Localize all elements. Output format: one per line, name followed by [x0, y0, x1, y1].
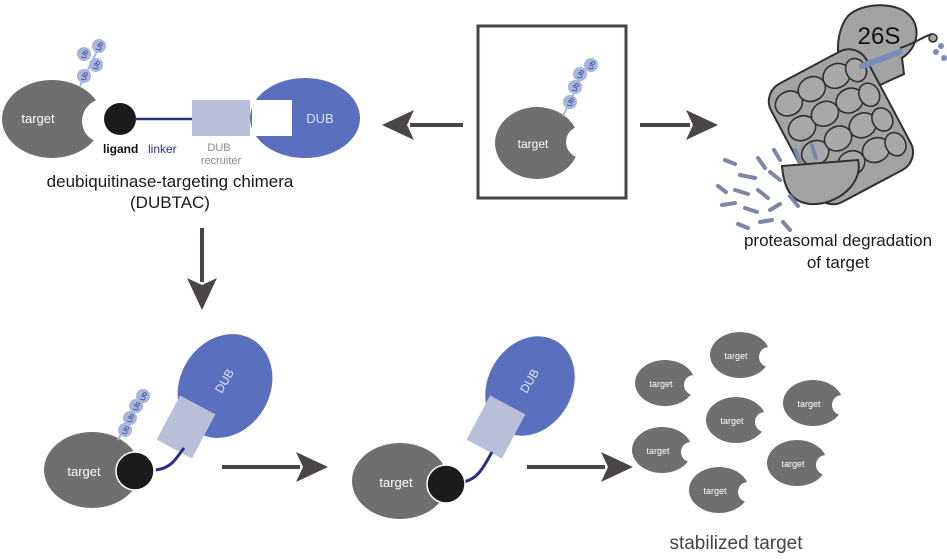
target-protein: target: [352, 443, 448, 519]
dub-label: DUB: [306, 111, 333, 126]
stabilized-target-item: target: [783, 380, 852, 426]
linker-label: linker: [148, 142, 177, 156]
ligand: [104, 103, 136, 135]
ub-label: Ub: [572, 82, 582, 93]
target-label: target: [649, 379, 673, 389]
ub-label: Ub: [81, 71, 91, 82]
ub-bead: [77, 69, 91, 83]
ub-label: Ub: [122, 425, 132, 436]
stabilized-target-item: target: [767, 440, 836, 486]
ternary-complex: DUB target Ub Ub Ub Ub: [44, 334, 273, 508]
ub-bead: [568, 80, 582, 94]
target-label: target: [518, 137, 549, 151]
ub-bead: [563, 95, 577, 109]
target-protein: target: [44, 432, 140, 508]
target-protein: target: [495, 107, 598, 179]
ub-bead: [136, 389, 150, 403]
ligand: [426, 464, 466, 504]
target-box-frame: [476, 24, 628, 200]
ub-bead: [573, 67, 587, 81]
dub-recruiter: [192, 100, 250, 136]
ub-label: Ub: [577, 69, 587, 80]
dub-recruiter-label-line2: recruiter: [201, 155, 242, 167]
stabilized-target-item: target: [710, 332, 779, 378]
arrow-right-to-proteasome: [640, 110, 718, 140]
ub-label: Ub: [96, 41, 106, 52]
stabilized-target-item: target: [706, 397, 775, 443]
ub-label: Ub: [127, 413, 137, 424]
ligand: [115, 451, 155, 491]
ub-bead: [92, 39, 106, 53]
stabilized-caption: stabilized target: [669, 533, 803, 554]
proteasome-26s: 26S proteasomal degradation of target: [716, 4, 947, 272]
target-label: target: [720, 416, 744, 426]
ub-bead: [77, 47, 91, 61]
ub-bead: [118, 423, 132, 437]
target-label: target: [379, 475, 413, 490]
dubtac-caption-line1: deubiquitinase-targeting chimera: [47, 172, 294, 191]
ub-chain: Ub Ub Ub Ub: [117, 389, 150, 441]
ub-chain: Ub Ub Ub Ub: [77, 39, 106, 87]
proteasome-base: [780, 49, 903, 206]
ub-label: Ub: [140, 391, 150, 402]
peptide-fragments: [716, 143, 818, 232]
target-label: target: [797, 399, 821, 409]
dub-enzyme: DUB: [250, 78, 360, 158]
dub-recruiter-label-line1: DUB: [207, 142, 230, 154]
ub-bead: [129, 399, 143, 413]
proteasome-label: 26S: [858, 23, 901, 50]
stabilized-target-item: target: [632, 427, 701, 473]
ligand-label: ligand: [103, 142, 138, 156]
ubiquitinated-target-box: target Ub Ub Ub Ub: [476, 24, 628, 200]
flow-arrows: [187, 110, 718, 482]
target-label: target: [67, 464, 101, 479]
target-label: target: [703, 486, 727, 496]
ub-label: Ub: [588, 60, 598, 71]
stabilized-target-item: target: [635, 360, 704, 406]
ub-bead: [584, 58, 598, 72]
target-label: target: [21, 111, 55, 126]
dub-recruiter: [466, 395, 526, 459]
degradation-caption-line2: of target: [807, 253, 870, 272]
deubiquitinated-complex: DUB target: [352, 336, 575, 519]
target-label: target: [781, 459, 805, 469]
ub-bead: [89, 58, 103, 72]
target-label: target: [724, 351, 748, 361]
stabilized-targets: target target target target target targe…: [632, 332, 852, 554]
degradation-caption-line1: proteasomal degradation: [744, 231, 932, 250]
ub-label: Ub: [133, 401, 143, 412]
arrow-to-stabilized: [527, 452, 633, 482]
ub-label: Ub: [81, 49, 91, 60]
linker: [461, 451, 494, 484]
target-label: target: [646, 446, 670, 456]
arrow-left-to-dubtac: [382, 110, 463, 140]
arrow-down-to-complex: [187, 228, 217, 310]
ub-label: Ub: [93, 60, 103, 71]
linker: [155, 447, 186, 472]
ub-label: Ub: [567, 97, 577, 108]
dub-recruiter: [156, 395, 216, 459]
dubtac-schematic: target Ub Ub Ub Ub DUB ligand linker DUB…: [2, 39, 360, 212]
ub-chain: Ub Ub Ub Ub: [562, 58, 598, 117]
arrow-to-deubiquitinated: [222, 452, 328, 482]
dubtac-caption-line2: (DUBTAC): [130, 193, 210, 212]
ub-bead: [123, 411, 137, 425]
stabilized-target-item: target: [689, 467, 758, 513]
